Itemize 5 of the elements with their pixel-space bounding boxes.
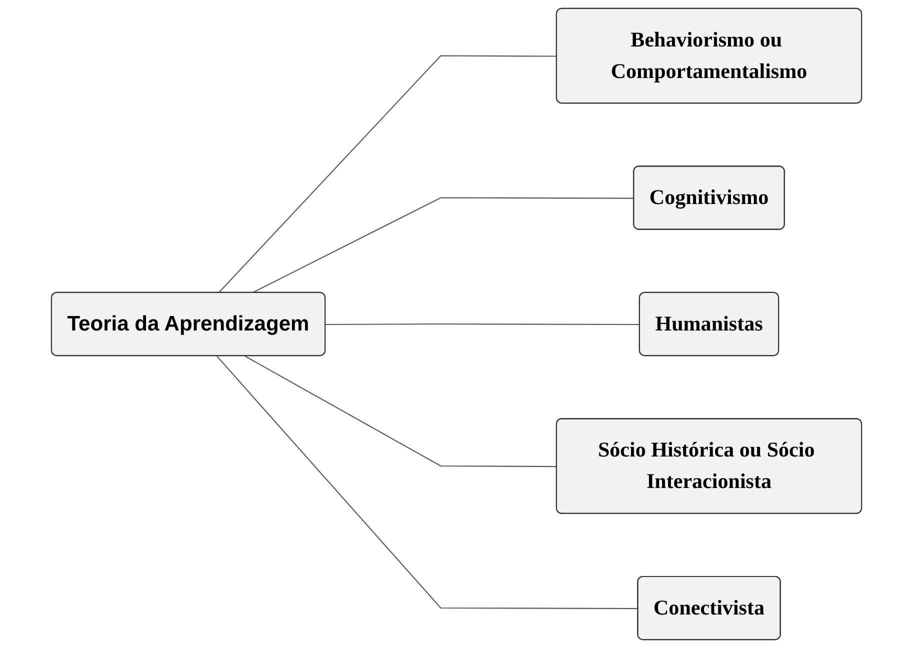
connector	[252, 197, 634, 294]
connector	[326, 323, 640, 326]
connector	[244, 356, 557, 468]
connector	[216, 356, 638, 610]
connector	[218, 55, 557, 294]
